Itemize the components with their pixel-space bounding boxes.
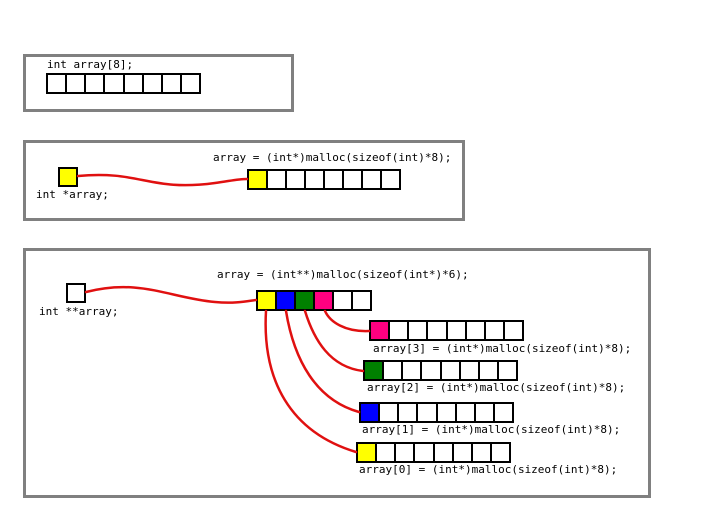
row-3-cell-1 — [377, 444, 397, 461]
row-array-1-label: array[1] = (int*)malloc(sizeof(int)*8); — [362, 423, 621, 436]
row-2-cell-6 — [475, 404, 495, 421]
row-1-cell-5 — [460, 362, 480, 379]
pointer-array-cells — [256, 290, 372, 311]
pointer-array-cell-3 — [315, 292, 334, 309]
row-3-cell-6 — [472, 444, 492, 461]
static-array-cell-7 — [181, 75, 199, 92]
pointer-0-to-row-0-line — [264, 309, 358, 454]
double-pointer-variable-box — [66, 283, 86, 303]
row-array-0-cells — [356, 442, 511, 463]
heap-int-cell-5 — [344, 171, 363, 188]
static-array-cell-6 — [162, 75, 182, 92]
static-array-cell-2 — [86, 75, 106, 92]
heap-int-cell-2 — [287, 171, 306, 188]
row-1-cell-2 — [403, 362, 423, 379]
double-pointer-to-pointer-array-line — [84, 285, 258, 304]
static-array-cell-3 — [105, 75, 125, 92]
heap-int-cell-7 — [382, 171, 399, 188]
heap-int-cell-6 — [363, 171, 382, 188]
static-array-cell-0 — [48, 75, 68, 92]
row-array-2-cells — [363, 360, 518, 381]
row-3-cell-4 — [434, 444, 454, 461]
row-2-cell-5 — [456, 404, 476, 421]
row-2-cell-0 — [361, 404, 381, 421]
row-1-cell-0 — [365, 362, 385, 379]
row-0-cell-6 — [485, 322, 505, 339]
row-0-cell-0 — [371, 322, 391, 339]
row-array-2-label: array[2] = (int*)malloc(sizeof(int)*8); — [367, 381, 626, 394]
pointer-to-heap-array-line — [76, 173, 249, 187]
row-0-cell-2 — [409, 322, 429, 339]
row-0-cell-7 — [504, 322, 522, 339]
double-pointer-malloc-statement: array = (int**)malloc(sizeof(int*)*6); — [217, 268, 469, 281]
row-3-cell-3 — [415, 444, 435, 461]
row-3-cell-0 — [358, 444, 378, 461]
heap-int-cell-1 — [268, 171, 287, 188]
static-array-cells — [46, 73, 201, 94]
pointer-array-cell-0 — [258, 292, 277, 309]
row-1-cell-6 — [479, 362, 499, 379]
row-0-cell-1 — [390, 322, 410, 339]
row-1-cell-3 — [422, 362, 442, 379]
row-1-cell-7 — [498, 362, 516, 379]
row-2-cell-4 — [437, 404, 457, 421]
pointer-1-to-row-1-line — [284, 309, 361, 414]
row-array-3-label: array[3] = (int*)malloc(sizeof(int)*8); — [373, 342, 632, 355]
static-array-cell-5 — [143, 75, 163, 92]
row-1-cell-1 — [384, 362, 404, 379]
pointer-array-cell-1 — [277, 292, 296, 309]
row-0-cell-5 — [466, 322, 486, 339]
row-2-cell-7 — [494, 404, 512, 421]
row-2-cell-3 — [418, 404, 438, 421]
row-2-cell-2 — [399, 404, 419, 421]
row-array-0-label: array[0] = (int*)malloc(sizeof(int)*8); — [359, 463, 618, 476]
row-3-cell-5 — [453, 444, 473, 461]
heap-int-cell-4 — [325, 171, 344, 188]
row-2-cell-1 — [380, 404, 400, 421]
static-array-cell-1 — [67, 75, 87, 92]
row-0-cell-3 — [428, 322, 448, 339]
pointer-declaration: int *array; — [36, 188, 109, 201]
row-array-1-cells — [359, 402, 514, 423]
double-pointer-declaration: int **array; — [39, 305, 119, 318]
static-array-cell-4 — [124, 75, 144, 92]
pointer-malloc-statement: array = (int*)malloc(sizeof(int)*8); — [213, 151, 452, 164]
pointer-3-to-row-3-line — [323, 309, 371, 333]
row-1-cell-4 — [441, 362, 461, 379]
pointer-2-to-row-2-line — [303, 309, 365, 373]
pointer-array-cell-2 — [296, 292, 315, 309]
row-3-cell-7 — [491, 444, 509, 461]
heap-int-cell-0 — [249, 171, 268, 188]
heap-int-array — [247, 169, 401, 190]
pointer-array-cell-4 — [334, 292, 353, 309]
row-3-cell-2 — [396, 444, 416, 461]
heap-int-cell-3 — [306, 171, 325, 188]
double-pointer-panel — [23, 248, 651, 498]
row-0-cell-4 — [447, 322, 467, 339]
pointer-array-cell-5 — [353, 292, 370, 309]
pointer-variable-box — [58, 167, 78, 187]
row-array-3-cells — [369, 320, 524, 341]
static-array-declaration: int array[8]; — [47, 58, 134, 71]
